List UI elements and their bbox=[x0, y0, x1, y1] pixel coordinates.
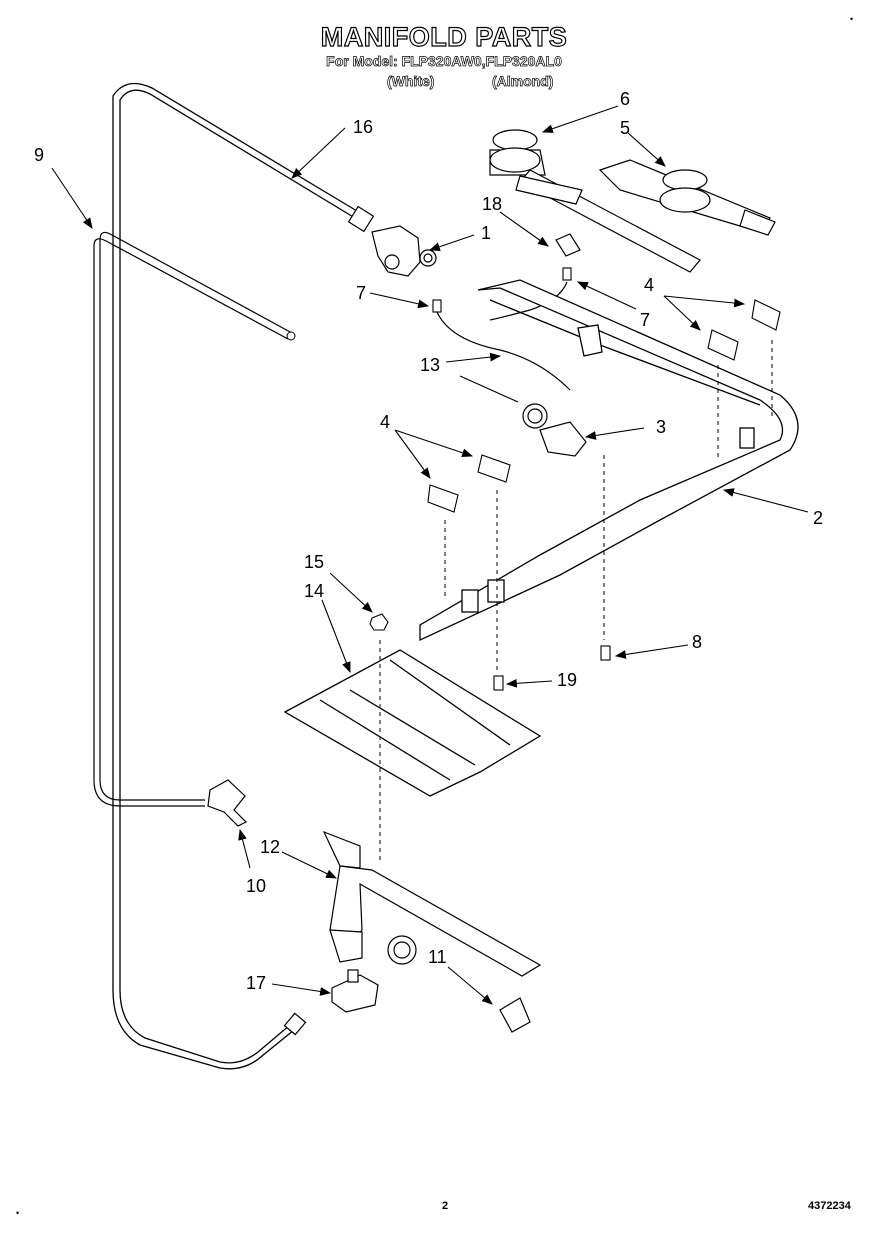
wire-13 bbox=[436, 281, 571, 391]
alignment-lines bbox=[379, 340, 773, 860]
valve-3 bbox=[522, 403, 587, 457]
model-line: For Model: FLP320AW0,FLP320AL0 bbox=[326, 53, 562, 70]
burner-5 bbox=[598, 159, 776, 236]
shield-14 bbox=[283, 649, 542, 797]
callout-13: 13 bbox=[420, 355, 441, 375]
callout-9: 9 bbox=[34, 145, 45, 165]
manifold-2 bbox=[419, 279, 799, 642]
callout-4-left: 4 bbox=[380, 412, 391, 432]
callout-16: 16 bbox=[353, 117, 374, 137]
variant-almond: (Almond) bbox=[492, 73, 554, 90]
callout-6: 6 bbox=[620, 89, 631, 109]
valve-17 bbox=[331, 969, 379, 1013]
page-number: 2 bbox=[442, 1200, 449, 1212]
tube-9-end bbox=[286, 331, 296, 341]
callout-7-right: 7 bbox=[640, 310, 651, 330]
callout-7-left: 7 bbox=[356, 283, 367, 303]
clip-18 bbox=[555, 233, 581, 257]
tube-16 bbox=[112, 82, 363, 1070]
variant-white: (White) bbox=[387, 73, 435, 90]
callout-12: 12 bbox=[260, 837, 281, 857]
callout-3: 3 bbox=[656, 417, 667, 437]
leader-lines bbox=[51, 105, 809, 1005]
tube-16-fitting bbox=[283, 205, 375, 1036]
corner-mark-top: • bbox=[850, 14, 854, 24]
nut-15 bbox=[369, 613, 389, 631]
tube-9 bbox=[93, 231, 293, 807]
bracket-10 bbox=[207, 779, 248, 827]
callout-1: 1 bbox=[481, 223, 492, 243]
burner-6 bbox=[489, 129, 701, 273]
burner-12 bbox=[322, 830, 542, 977]
callout-17: 17 bbox=[246, 973, 267, 993]
callout-11: 11 bbox=[428, 947, 447, 967]
clip-11 bbox=[387, 935, 531, 1033]
orifice-4a bbox=[427, 299, 781, 513]
callout-2: 2 bbox=[813, 508, 824, 528]
page-title: MANIFOLD PARTS bbox=[320, 21, 568, 52]
screw-19 bbox=[493, 675, 504, 691]
corner-mark-bottom: • bbox=[16, 1208, 20, 1218]
document-number: 4372234 bbox=[808, 1200, 851, 1212]
valve-1 bbox=[371, 225, 437, 277]
callout-15: 15 bbox=[304, 552, 325, 572]
callout-8: 8 bbox=[692, 632, 703, 652]
callout-18: 18 bbox=[482, 194, 503, 214]
callout-4-right: 4 bbox=[644, 275, 655, 295]
screw-8 bbox=[600, 645, 611, 661]
callout-19: 19 bbox=[557, 670, 578, 690]
callout-10: 10 bbox=[246, 876, 267, 896]
callout-5: 5 bbox=[620, 118, 631, 138]
callout-14: 14 bbox=[304, 581, 325, 601]
